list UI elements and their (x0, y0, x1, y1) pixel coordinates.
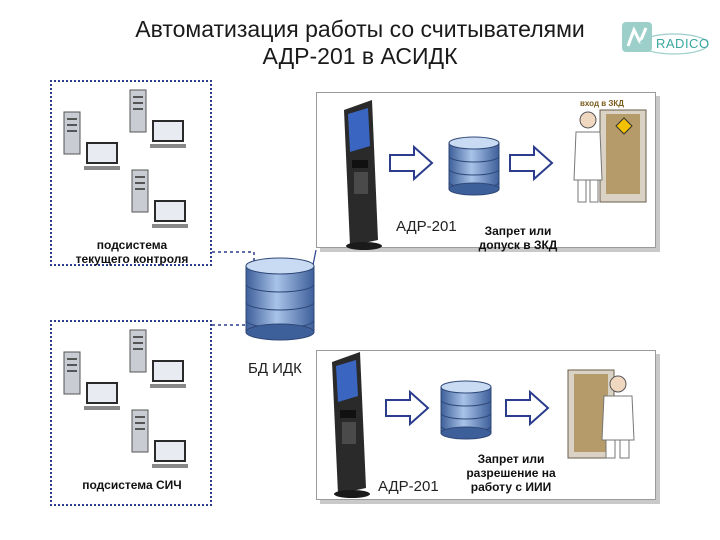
database-cylinder-icon (245, 257, 315, 341)
top-door-person-icon (573, 109, 647, 203)
top-reader-label: АДР-201 (396, 218, 457, 235)
top-result-label: Запрет или допуск в ЗКД (466, 224, 570, 252)
bottom-reader-label: АДР-201 (378, 478, 439, 495)
logo-mark-icon (622, 22, 709, 55)
bottom-result-label: Запрет или разрешение на работу с ИИИ (456, 452, 566, 494)
bottom-result-line-2: разрешение на (466, 466, 556, 480)
top-door-sign: вход в ЗКД (580, 99, 624, 108)
top-arrow-1-icon (389, 144, 434, 182)
top-result-line-1: Запрет или (484, 224, 552, 238)
top-reader-kiosk-icon (344, 100, 382, 250)
title-line-2: АДР-201 в АСИДК (262, 43, 458, 69)
bottom-arrow-2-icon (505, 389, 550, 427)
current-control-subsystem-box (50, 80, 212, 266)
radico-logo: RADICO (622, 22, 710, 66)
current-control-label-line-1: подсистема (96, 238, 168, 252)
top-result-line-2: допуск в ЗКД (478, 238, 558, 252)
top-database-cylinder-icon (448, 136, 500, 196)
current-control-label-line-2: текущего контроля (75, 252, 189, 266)
current-control-label: подсистема текущего контроля (52, 238, 212, 266)
logo-text: RADICO (656, 36, 710, 51)
top-computers-icon (63, 89, 188, 228)
top-arrow-2-icon (509, 144, 554, 182)
title-line-1: Автоматизация работы со считывателями (135, 16, 585, 42)
sich-label: подсистема СИЧ (82, 478, 182, 492)
bottom-database-cylinder-icon (440, 380, 492, 440)
bottom-arrow-1-icon (385, 389, 430, 427)
bottom-door-person-icon (567, 369, 635, 459)
bottom-result-line-1: Запрет или (477, 452, 545, 466)
bottom-computers-icon (63, 329, 188, 468)
sich-subsystem-box (50, 320, 212, 506)
page-title: Автоматизация работы со считывателями АД… (0, 16, 720, 70)
database-label: БД ИДК (248, 360, 302, 377)
bottom-result-line-3: работу с ИИИ (470, 480, 552, 494)
bottom-reader-kiosk-icon (332, 352, 370, 498)
